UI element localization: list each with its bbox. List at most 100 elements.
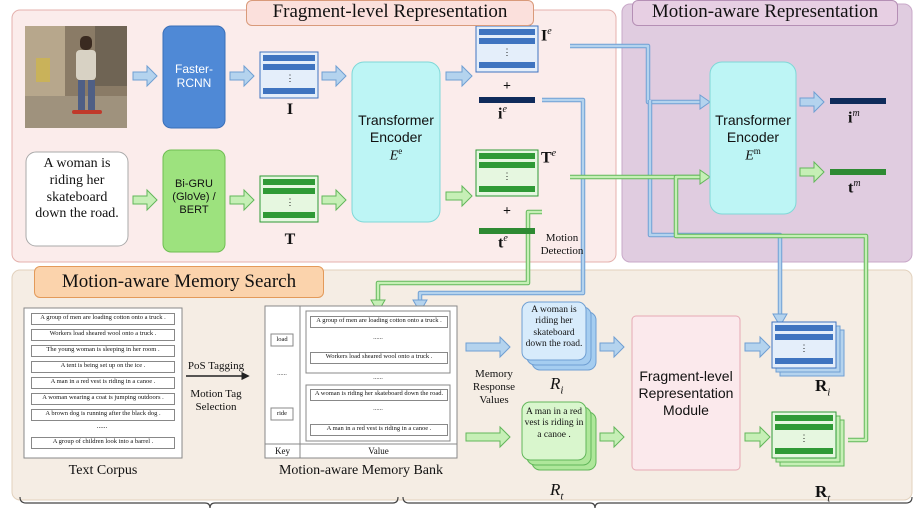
encoder-m-box [709,61,797,215]
feature-I [259,51,319,99]
input-caption: A woman is riding her skateboard down th… [35,156,119,222]
Rib-stack [771,321,845,377]
cal-Rt-sub: t [560,490,564,503]
memory-key-ride: ride [276,410,288,417]
feature-Te [475,149,539,197]
input-image [25,26,127,128]
symbol-te: te [498,233,508,253]
dots-I: ⋮ [285,73,295,83]
Ri-sub: i [827,386,831,399]
encoder-e-label: Transformer Encoder Ee [354,112,438,165]
caption-box [25,151,129,247]
encoder-e-box [351,61,441,223]
arrow-enc-Ie [445,64,473,88]
memory-value-row: A woman is riding her skateboard down th… [310,389,448,401]
encoder-e-sup: e [398,145,403,156]
memory-value-row: A group of men are loading cotton onto a… [310,316,448,328]
pos-tagging-label: PoS Tagging [187,360,245,372]
memory-response-label: Memory Response Values [472,368,516,407]
Ri-stack [521,301,597,371]
cal-Rt-base: R [550,480,561,499]
symbol-I: I [286,101,294,118]
memory-value-row: Workers load sheared wool onto a truck . [310,352,448,364]
Ie-base: I [541,27,548,45]
feature-Ie [475,25,539,73]
arrow-memory-Rt [465,425,511,449]
encoder-m-label: Transformer Encoder Em [712,112,794,165]
arrow-memory-Ri [465,335,511,359]
symbol-tm: tm [848,178,861,198]
tm-base: t [848,179,854,197]
key-label: Key [275,446,290,456]
value-label: Value [368,446,389,456]
motion-title: Motion-aware Representation [632,0,898,26]
corpus-ellipsis: ...... [96,422,108,430]
memory-search-title: Motion-aware Memory Search [34,266,324,298]
im-sup: m [852,108,860,119]
corpus-row: A tent is being set up on the ice . [31,361,175,373]
memory-value-ellipsis: ...... [373,334,383,341]
rt-text: A man in a red vest is riding in a canoe… [524,407,584,440]
symbol-Ie: Ie [541,26,552,46]
bigru-label: Bi-GRU (GloVe) / BERT [172,178,216,217]
corpus-row: A group of men are loading cotton onto a… [31,313,175,325]
Te-sup: e [551,148,557,159]
arrow-img-rcnn [132,64,158,88]
im-base: i [848,109,853,127]
arrow-rcnn-I [229,64,255,88]
symbol-cal-Ri: Ri [550,374,563,398]
faster-rcnn-box [162,25,226,129]
feature-te [479,228,535,234]
arrow-enc-Te [445,184,473,208]
Rtb-stack [771,411,845,467]
plus-ie: + [503,79,511,94]
memory-key-ellipsis: ...... [277,370,287,377]
corpus-row: A woman wearing a coat is jumping outdoo… [31,393,175,405]
feature-ie [479,97,535,103]
symbol-ie: ie [498,104,507,124]
dots-Rtb: ⋮ [799,433,809,443]
arrow-caption-bigru [132,188,158,212]
encoder-m-symbol: E [745,148,754,164]
symbol-Te: Te [541,148,556,168]
memory-value-row: A man in a red vest is riding in a canoe… [310,424,448,436]
bigru-box [162,149,226,253]
bottom-bracket [19,496,913,509]
corpus-row: A brown dog is running after the black d… [31,409,175,421]
Rt-stack [521,401,597,471]
Ri-base: R [815,376,828,395]
memory-value-ellipsis: ...... [373,405,383,412]
memory-bank-label: Motion-aware Memory Bank [278,463,444,478]
encoder-e-text: Transformer Encoder [358,112,434,145]
Rt-sub: t [827,492,831,505]
plus-te: + [503,204,511,219]
arrow-frm-Rtb [744,425,771,449]
arrow-tm [799,160,825,184]
feature-im [830,98,886,104]
ri-text: A woman is riding her skateboard down th… [525,305,583,350]
faster-rcnn-label: Faster-RCNN [174,62,213,91]
arrow-bigru-T [229,188,255,212]
encoder-m-sup: m [753,145,761,156]
tm-sup: m [853,178,861,189]
arrow-I-enc [321,64,347,88]
symbol-cal-Rt: Rt [550,480,563,504]
frm-box [631,315,741,471]
te-sup: e [503,233,508,244]
Ie-sup: e [547,26,552,37]
corpus-row: A man in a red vest is riding in a canoe… [31,377,175,389]
encoder-e-symbol: E [389,148,399,164]
motion-tag-selection-label: Motion Tag Selection [190,388,242,414]
dots-Rib: ⋮ [799,343,809,353]
cal-Ri-base: R [550,374,561,393]
corpus-row: The young woman is sleeping in her room … [31,345,175,357]
symbol-Ri: Ri [815,376,830,400]
memory-mid-ellipsis: ...... [373,374,383,381]
arrow-Rt-frm [599,425,625,449]
frm-label: Fragment-level Representation Module [638,368,734,418]
symbol-T: T [284,231,296,248]
corpus-row: Workers load sheared wool onto a truck . [31,329,175,341]
arrow-T-enc [321,188,347,212]
memory-key-load: load [276,336,288,343]
